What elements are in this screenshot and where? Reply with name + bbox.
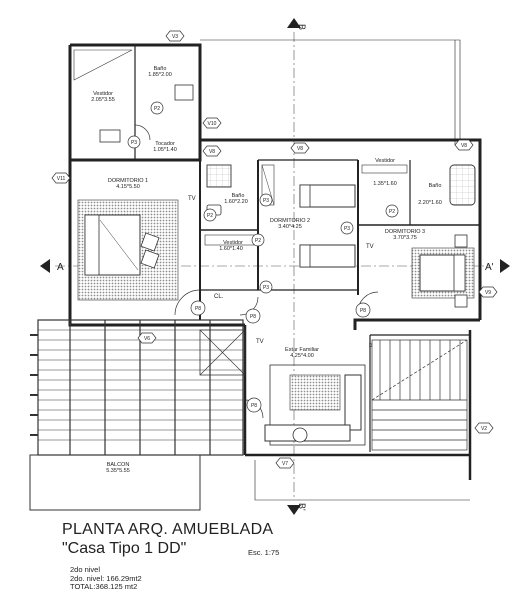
room-tocador-size: 1.05*1.40	[153, 147, 177, 153]
window-tag-v9: V9	[478, 286, 498, 298]
room-bano-3-name: Baño	[429, 183, 442, 189]
door-tag-p3-d: P3	[340, 221, 354, 235]
room-dormitorio-2-name: DORMITORIO 2	[270, 218, 310, 224]
window-tag-v2: V2	[474, 422, 494, 434]
walls	[68, 39, 482, 505]
room-vestidor-2-size: 1.60*1.40	[219, 246, 243, 252]
note-total-area: TOTAL:368.125 mt2	[70, 582, 138, 591]
room-balcon-size: 5.35*5.55	[106, 468, 130, 474]
door-tag-p2-d: P2	[385, 204, 399, 218]
section-marker-a-left: A	[57, 262, 64, 273]
svg-text:P8: P8	[250, 314, 256, 320]
staircase	[371, 339, 468, 451]
window-tags: V3 V10 V8 V8 V8 V11 V6 V9 V2 V7	[51, 30, 498, 469]
svg-text:P3: P3	[263, 285, 269, 291]
bathtub-bano-2	[206, 164, 232, 188]
svg-text:V6: V6	[144, 336, 150, 342]
room-tocador-name: Tocador	[155, 141, 175, 147]
room-vestidor-1-name: Vestidor	[93, 91, 113, 97]
door-tag-p8-c: P8	[355, 302, 371, 318]
svg-text:V10: V10	[208, 121, 217, 127]
window-tag-v10: V10	[202, 117, 222, 129]
svg-text:V11: V11	[57, 176, 66, 182]
window-tag-v6: V6	[137, 332, 157, 344]
room-dormitorio-1-size: 4.15*5.50	[116, 184, 140, 190]
svg-text:P8: P8	[360, 308, 366, 314]
svg-text:V7: V7	[282, 461, 288, 467]
door-tag-p8-d: P8	[246, 397, 262, 413]
tv-label-dormitorio-1: TV	[188, 196, 196, 202]
svg-text:P2: P2	[389, 209, 395, 215]
window-tag-v7: V7	[275, 457, 295, 469]
room-bano-3-size: 2.20*1.60	[418, 200, 442, 206]
window-tag-v11: V11	[51, 172, 71, 184]
section-marker-b-top: B	[297, 24, 307, 30]
room-vestidor-2-name: Vestidor	[223, 240, 243, 246]
room-dormitorio-3-name: DORMITORIO 3	[385, 229, 425, 235]
area-notes: 2do nivel 2do. nivel: 166.29mt2 TOTAL:36…	[70, 565, 142, 592]
window-tag-v8-b: V8	[290, 142, 310, 154]
door-tag-p3-c: P3	[259, 280, 273, 294]
room-dormitorio-1-name: DORMITORIO 1	[108, 178, 148, 184]
furniture	[73, 49, 476, 446]
window-tag-v8-a: V8	[202, 145, 222, 157]
room-vestidor-1-size: 2.05*3.55	[91, 97, 115, 103]
plan-subtitle: "Casa Tipo 1 DD"	[62, 540, 187, 557]
svg-text:V9: V9	[485, 290, 491, 296]
svg-text:P2: P2	[207, 213, 213, 219]
stair-mark: b	[369, 343, 373, 349]
room-balcon-name: BALCON	[107, 462, 130, 468]
tv-label-estar: TV	[256, 339, 264, 345]
door-tags: P2 P3 P2 P3 P2 P3 P3 P2 P8 P8 P8 P8	[127, 101, 399, 413]
door-tag-p3-b: P3	[259, 193, 273, 207]
plan-title: PLANTA ARQ. AMUEBLADA	[62, 521, 274, 538]
svg-text:V8: V8	[461, 143, 467, 149]
room-vestidor-3-name: Vestidor	[375, 158, 395, 164]
section-marker-a-right: A'	[485, 262, 494, 273]
room-dormitorio-3-size: 3.70*3.75	[393, 235, 417, 241]
room-bano-2-size: 1.60*2.20	[224, 199, 248, 205]
door-tag-p8-b: P8	[245, 308, 261, 324]
window-tag-v8-c: V8	[454, 139, 474, 151]
note-level: 2do nivel	[70, 565, 101, 574]
bathtub-bano-3	[449, 164, 476, 206]
svg-text:P3: P3	[344, 226, 350, 232]
rug-estar	[289, 374, 341, 411]
svg-text:P3: P3	[263, 198, 269, 204]
door-tag-p3-a: P3	[127, 135, 141, 149]
closet-label: CL.	[214, 294, 224, 300]
tv-label-dormitorio-3: TV	[366, 244, 374, 250]
room-bano-2-name: Baño	[232, 193, 245, 199]
window-tag-v3: V3	[165, 30, 185, 42]
svg-text:V3: V3	[172, 34, 178, 40]
section-markers: B B' A A'	[40, 18, 510, 515]
door-tag-p2-b: P2	[203, 208, 217, 222]
svg-text:P2: P2	[255, 238, 261, 244]
section-marker-b-bottom: B'	[297, 503, 307, 511]
sofa-estar	[344, 374, 362, 431]
room-bano-1-name: Baño	[154, 66, 167, 72]
door-tag-p2-c: P2	[251, 233, 265, 247]
room-vestidor-3-size: 1.35*1.60	[373, 181, 397, 187]
door-tag-p8-a: P8	[190, 300, 206, 316]
svg-text:V8: V8	[209, 149, 215, 155]
scale-label: Esc. 1:75	[248, 548, 280, 557]
room-bano-1-size: 1.85*2.00	[148, 72, 172, 78]
door-tag-p2-a: P2	[150, 101, 164, 115]
room-estar-name: Estar Familiar	[285, 347, 319, 353]
svg-text:V2: V2	[481, 426, 487, 432]
svg-text:P8: P8	[195, 306, 201, 312]
balcony-pergola	[29, 319, 246, 511]
svg-text:P3: P3	[131, 140, 137, 146]
svg-text:P2: P2	[154, 106, 160, 112]
room-dormitorio-2-size: 3.40*4.25	[278, 224, 302, 230]
svg-text:V8: V8	[297, 146, 303, 152]
svg-text:P8: P8	[251, 403, 257, 409]
room-estar-size: 4.25*4.00	[290, 353, 314, 359]
note-level-area: 2do. nivel: 166.29mt2	[70, 573, 142, 583]
title-block: PLANTA ARQ. AMUEBLADA "Casa Tipo 1 DD"	[62, 521, 273, 558]
room-labels: Vestidor 2.05*3.55 Baño 1.85*2.00 Tocado…	[91, 66, 442, 474]
